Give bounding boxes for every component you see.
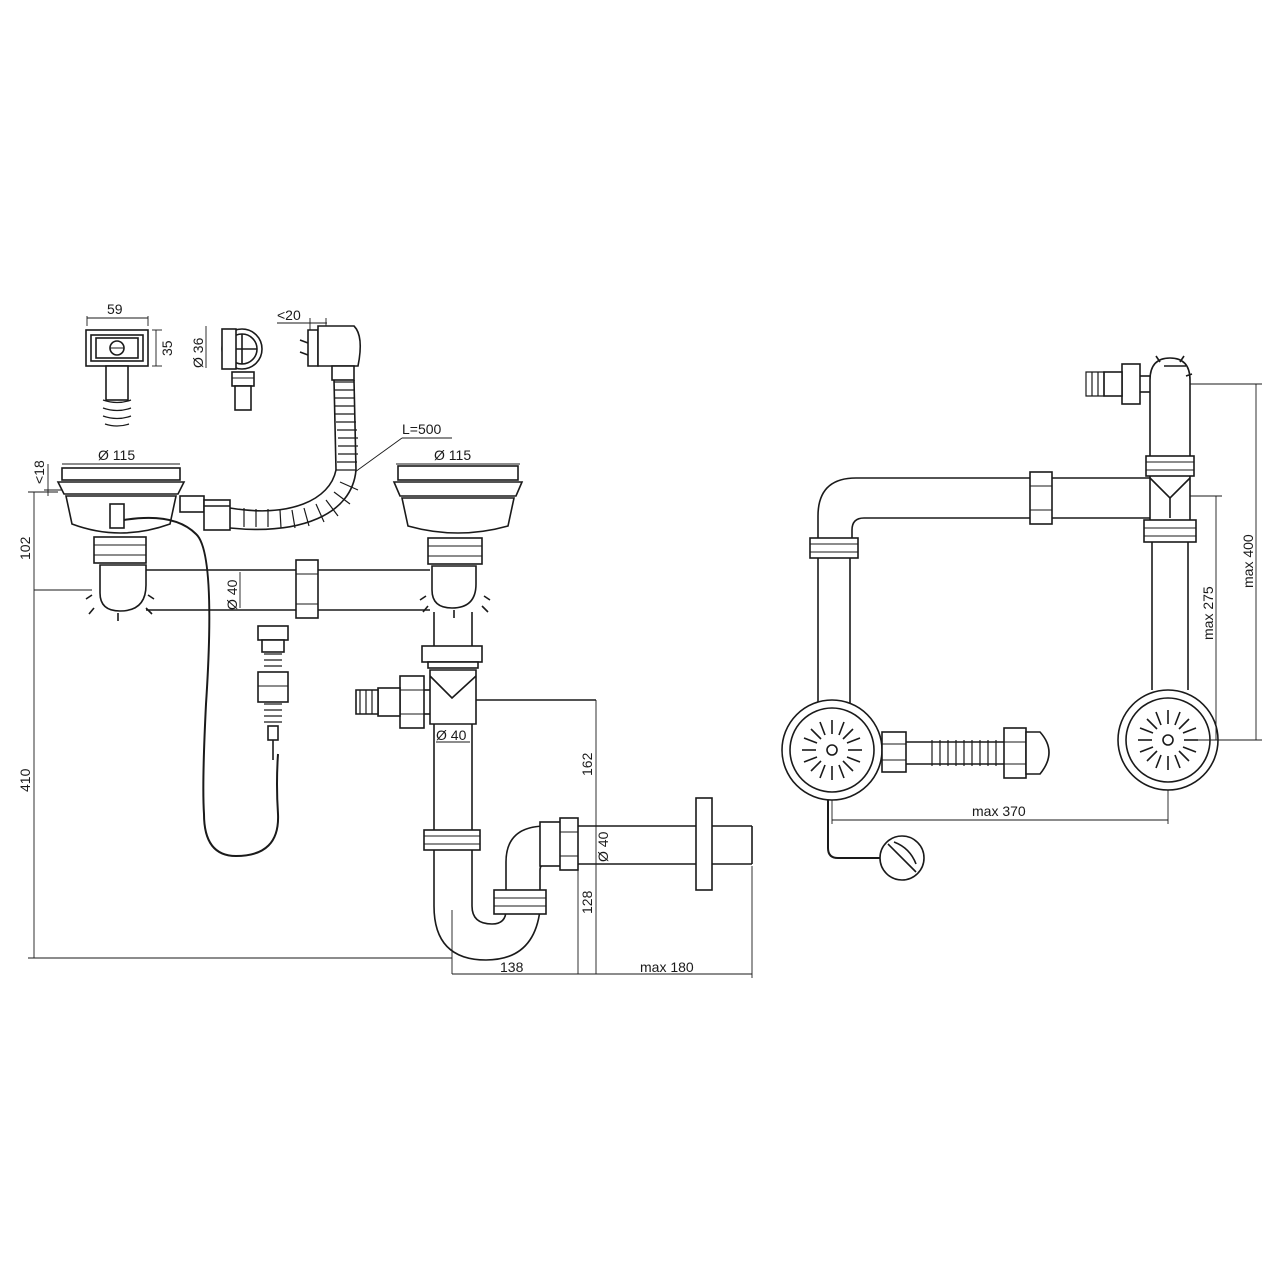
dim-plan-max275: max 275 [1200, 586, 1216, 640]
plan-overflow-hose [881, 727, 1050, 779]
dim-overflow-width: 59 [107, 301, 123, 317]
s-trap [433, 797, 753, 961]
dim-overflow-angle: <20 [277, 307, 301, 323]
dim-total-height: 410 [17, 768, 33, 792]
dim-width-max180: max 180 [640, 959, 694, 975]
dim-pipe-cross: Ø 40 [224, 579, 240, 610]
pop-up-cable [123, 516, 280, 858]
plan-pop-up-knob [827, 800, 925, 881]
cross-pipe [146, 559, 430, 619]
dim-height-162: 162 [579, 752, 595, 776]
dim-plan-max370: max 370 [972, 803, 1026, 819]
pop-up-actuator [257, 625, 289, 760]
plan-overflow-riser [1085, 355, 1193, 459]
dim-overflow-diameter: Ø 36 [190, 337, 206, 368]
front-dimensions [28, 464, 753, 978]
plan-left-strainer [781, 699, 883, 801]
dim-outlet-diameter: Ø 40 [595, 831, 611, 862]
dim-width-138: 138 [500, 959, 524, 975]
dim-strainer-left: Ø 115 [98, 447, 135, 463]
plan-right-pipe [1143, 455, 1197, 690]
plan-left-pipe [809, 537, 859, 706]
dim-pipe-vertical: Ø 40 [436, 727, 467, 743]
front-view: 59 35 Ø 36 <20 L=500 <18 Ø 115 Ø 115 102… [17, 301, 753, 978]
main-vertical-pipe [355, 612, 596, 906]
overflow-round [205, 326, 263, 411]
right-strainer [392, 463, 524, 618]
dim-bowl-offset: <18 [31, 460, 47, 484]
plan-view: max 275 max 400 max 370 [781, 355, 1262, 881]
dim-plan-max400: max 400 [1240, 534, 1256, 588]
overflow-side [229, 318, 452, 531]
left-strainer [44, 463, 205, 621]
overflow-grid [85, 316, 162, 427]
dim-height-102: 102 [17, 536, 33, 560]
plan-top-pipe [817, 471, 1150, 540]
dim-height-128: 128 [579, 890, 595, 914]
overflow-hose [203, 499, 231, 531]
dim-strainer-right: Ø 115 [434, 447, 471, 463]
dim-overflow-height: 35 [159, 340, 175, 356]
dim-hose-length: L=500 [402, 421, 442, 437]
plan-dimensions [831, 383, 1262, 824]
